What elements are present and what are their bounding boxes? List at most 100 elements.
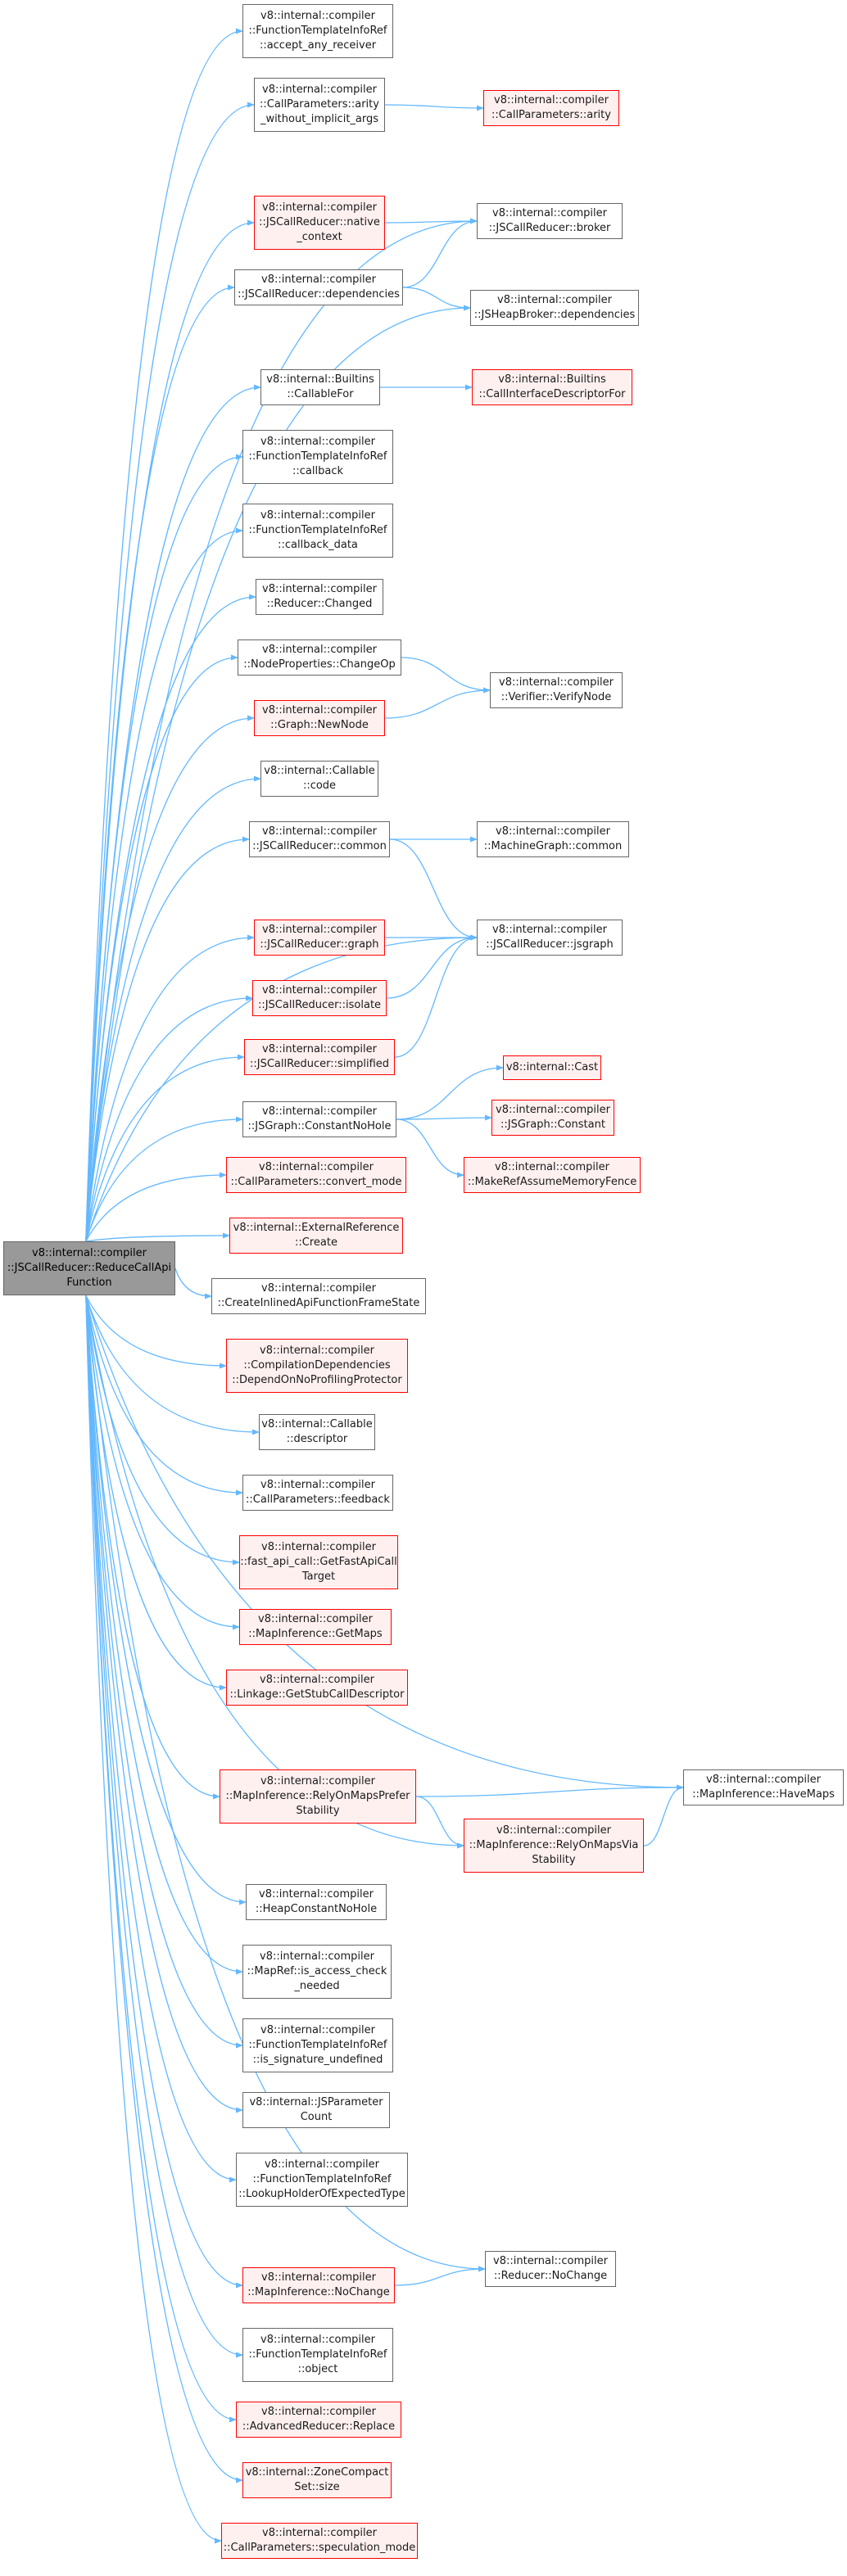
edge-root-to-n20: [85, 934, 478, 1242]
graph-node-n44[interactable]: v8::internal::compiler ::Reducer::NoChan…: [485, 2251, 616, 2287]
graph-node-n4[interactable]: v8::internal::compiler ::JSCallReducer::…: [254, 196, 385, 250]
edge-n23-to-n26: [396, 1119, 464, 1178]
edge-root-to-n13: [85, 654, 238, 1242]
edge-root-to-n41: [85, 1295, 243, 2049]
edge-root-to-n15: [85, 715, 255, 1242]
edge-root-to-n29: [174, 1268, 212, 1299]
graph-node-root[interactable]: v8::internal::compiler ::JSCallReducer::…: [3, 1241, 175, 1295]
graph-node-n28[interactable]: v8::internal::ExternalReference ::Create: [229, 1218, 403, 1254]
edge-root-to-n40: [85, 1295, 243, 1975]
graph-node-n10[interactable]: v8::internal::compiler ::FunctionTemplat…: [242, 430, 393, 484]
edge-root-to-n39: [85, 1295, 247, 1905]
edge-root-to-n34: [85, 1295, 240, 1630]
edge-root-to-n23: [85, 1116, 243, 1242]
graph-node-n43[interactable]: v8::internal::compiler ::FunctionTemplat…: [236, 2153, 408, 2207]
edge-n23-to-n25: [396, 1114, 492, 1121]
edge-root-to-n42: [85, 1295, 243, 2113]
edge-root-to-n32: [85, 1295, 243, 1496]
edge-root-to-n6: [85, 284, 235, 1242]
graph-node-n41[interactable]: v8::internal::compiler ::FunctionTemplat…: [242, 2018, 393, 2072]
edge-root-to-n35: [85, 1295, 227, 1691]
edge-root-to-n30: [85, 1295, 227, 1369]
graph-node-n2[interactable]: v8::internal::compiler ::CallParameters:…: [254, 78, 385, 132]
edge-root-to-n7: [85, 305, 471, 1242]
graph-node-n26[interactable]: v8::internal::compiler ::MakeRefAssumeMe…: [464, 1157, 641, 1193]
graph-node-n17[interactable]: v8::internal::compiler ::JSCallReducer::…: [249, 821, 390, 857]
edge-n23-to-n24: [396, 1064, 504, 1120]
edge-root-to-n31: [85, 1295, 260, 1435]
edge-root-to-n44: [85, 1295, 486, 2272]
edge-root-to-n19: [85, 934, 255, 1242]
graph-node-n39[interactable]: v8::internal::compiler ::HeapConstantNoH…: [246, 1884, 387, 1920]
graph-node-n32[interactable]: v8::internal::compiler ::CallParameters:…: [242, 1475, 393, 1511]
edge-n4-to-n5: [384, 218, 478, 224]
edge-n6-to-n7: [402, 287, 471, 311]
edge-root-to-n8: [85, 384, 261, 1242]
edge-n2-to-n3: [384, 104, 484, 111]
graph-node-n5[interactable]: v8::internal::compiler ::JSCallReducer::…: [477, 203, 623, 239]
edge-root-to-n37: [85, 1295, 684, 1791]
edge-root-to-n27: [85, 1172, 227, 1242]
edge-root-to-n38: [85, 1295, 464, 1849]
graph-node-n22[interactable]: v8::internal::compiler ::JSCallReducer::…: [244, 1039, 395, 1075]
edge-root-to-n49: [85, 1295, 222, 2544]
edge-n17-to-n20: [389, 838, 478, 941]
graph-node-n40[interactable]: v8::internal::compiler ::MapRef::is_acce…: [242, 1945, 392, 1999]
graph-node-n38[interactable]: v8::internal::compiler ::MapInference::R…: [464, 1819, 644, 1873]
graph-node-n14[interactable]: v8::internal::compiler ::Verifier::Verif…: [490, 672, 623, 708]
graph-node-n49[interactable]: v8::internal::compiler ::CallParameters:…: [221, 2523, 418, 2559]
graph-node-n35[interactable]: v8::internal::compiler ::Linkage::GetStu…: [226, 1670, 408, 1706]
graph-node-n9[interactable]: v8::internal::Builtins ::CallInterfaceDe…: [472, 369, 632, 405]
graph-node-n16[interactable]: v8::internal::Callable ::code: [260, 761, 378, 797]
edge-root-to-n16: [85, 775, 261, 1242]
graph-node-n29[interactable]: v8::internal::compiler ::CreateInlinedAp…: [211, 1278, 426, 1314]
edge-n13-to-n14: [401, 657, 491, 694]
graph-node-n24[interactable]: v8::internal::Cast: [503, 1055, 601, 1080]
graph-node-n36[interactable]: v8::internal::compiler ::MapInference::R…: [220, 1769, 416, 1824]
graph-node-n15[interactable]: v8::internal::compiler ::Graph::NewNode: [254, 700, 385, 736]
graph-node-n11[interactable]: v8::internal::compiler ::FunctionTemplat…: [242, 504, 393, 558]
graph-node-n30[interactable]: v8::internal::compiler ::CompilationDepe…: [226, 1339, 408, 1393]
graph-node-n12[interactable]: v8::internal::compiler ::Reducer::Change…: [256, 579, 383, 615]
graph-node-n42[interactable]: v8::internal::JSParameter Count: [242, 2092, 390, 2128]
edge-root-to-n28: [85, 1232, 230, 1242]
graph-node-n33[interactable]: v8::internal::compiler ::fast_api_call::…: [239, 1535, 398, 1589]
graph-node-n18[interactable]: v8::internal::compiler ::MachineGraph::c…: [477, 821, 629, 857]
graph-node-n1[interactable]: v8::internal::compiler ::FunctionTemplat…: [242, 4, 393, 58]
graph-node-n20[interactable]: v8::internal::compiler ::JSCallReducer::…: [477, 920, 623, 956]
edge-n15-to-n14: [384, 687, 491, 719]
edge-root-to-n33: [85, 1295, 240, 1566]
graph-node-n13[interactable]: v8::internal::compiler ::NodeProperties:…: [238, 639, 401, 676]
edge-n6-to-n5: [402, 218, 478, 288]
edge-root-to-n17: [85, 836, 250, 1242]
edge-root-to-n11: [85, 527, 243, 1242]
graph-node-n6[interactable]: v8::internal::compiler ::JSCallReducer::…: [234, 269, 403, 305]
edge-root-to-n1: [85, 28, 243, 1242]
graph-node-n25[interactable]: v8::internal::compiler ::JSGraph::Consta…: [491, 1100, 614, 1136]
edge-root-to-n22: [85, 1054, 245, 1242]
edge-root-to-n45: [85, 1295, 243, 2289]
graph-node-n27[interactable]: v8::internal::compiler ::CallParameters:…: [226, 1157, 406, 1193]
graph-node-n46[interactable]: v8::internal::compiler ::FunctionTemplat…: [242, 2328, 393, 2382]
graph-node-n34[interactable]: v8::internal::compiler ::MapInference::G…: [239, 1609, 392, 1645]
edge-n36-to-n38: [415, 1796, 464, 1849]
graph-node-n21[interactable]: v8::internal::compiler ::JSCallReducer::…: [252, 980, 387, 1016]
graph-node-n31[interactable]: v8::internal::Callable ::descriptor: [259, 1414, 375, 1450]
graph-node-n19[interactable]: v8::internal::compiler ::JSCallReducer::…: [254, 920, 385, 956]
graph-node-n47[interactable]: v8::internal::compiler ::AdvancedReducer…: [236, 2402, 401, 2438]
graph-node-n23[interactable]: v8::internal::compiler ::JSGraph::Consta…: [242, 1101, 396, 1137]
graph-node-n37[interactable]: v8::internal::compiler ::MapInference::H…: [683, 1769, 844, 1805]
edge-root-to-n2: [85, 102, 255, 1242]
edge-n22-to-n20: [394, 934, 478, 1058]
edge-root-to-n46: [85, 1295, 243, 2358]
graph-node-n48[interactable]: v8::internal::ZoneCompact Set::size: [242, 2462, 392, 2498]
graph-node-n3[interactable]: v8::internal::compiler ::CallParameters:…: [483, 90, 619, 126]
graph-node-n45[interactable]: v8::internal::compiler ::MapInference::N…: [242, 2267, 395, 2303]
edge-n45-to-n44: [394, 2266, 486, 2286]
edge-root-to-n21: [85, 995, 253, 1242]
graph-node-n8[interactable]: v8::internal::Builtins ::CallableFor: [260, 369, 380, 405]
edge-n21-to-n20: [386, 934, 478, 999]
graph-node-n7[interactable]: v8::internal::compiler ::JSHeapBroker::d…: [470, 290, 639, 326]
edge-n38-to-n37: [643, 1784, 684, 1846]
edge-root-to-n5: [85, 218, 478, 1242]
